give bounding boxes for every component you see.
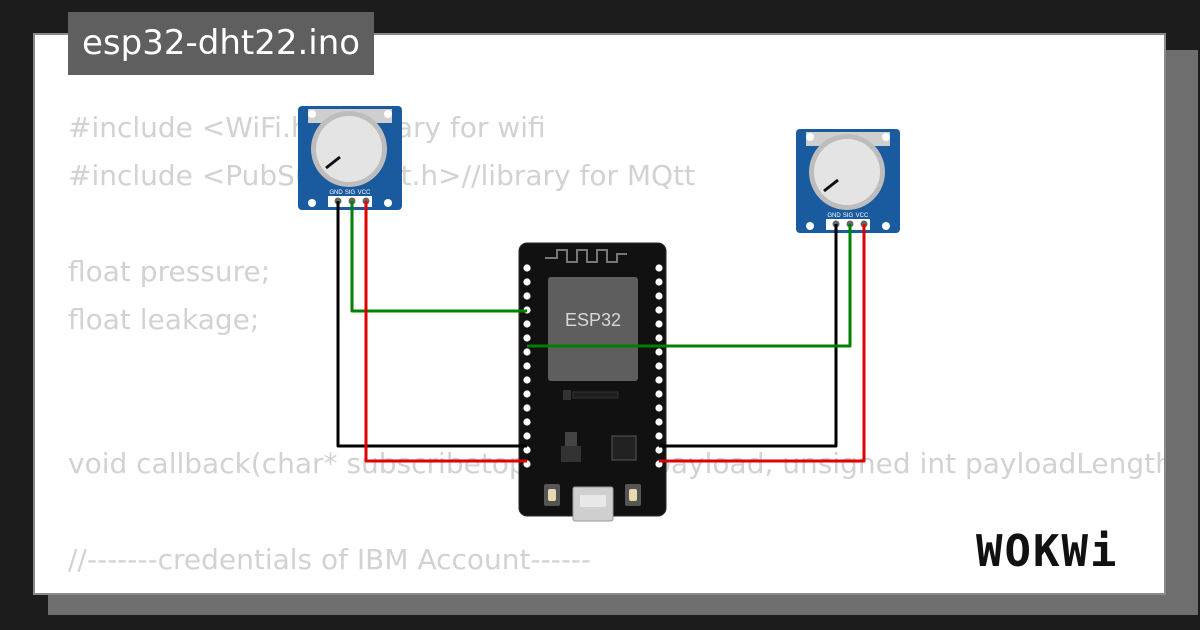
pin-label-gnd: GND (329, 190, 343, 196)
wire-vcc-right[interactable] (659, 224, 866, 463)
potentiometer-left[interactable]: GND SIG VCC (298, 106, 402, 210)
pin-label-sig: SIG (345, 190, 356, 196)
project-filename[interactable]: esp32-dht22.ino (68, 12, 375, 75)
wokwi-logo: WOKWi (976, 526, 1119, 577)
knob[interactable] (316, 116, 382, 182)
wire-gnd-right[interactable] (659, 224, 838, 448)
code-line: float pressure; (68, 255, 271, 288)
esp32-module (548, 277, 638, 381)
usb-chip (611, 435, 637, 461)
pin-label-sig: SIG (843, 213, 854, 219)
code-line: //-------credentials of IBM Account-----… (68, 543, 592, 576)
code-line: float leakage; (68, 303, 260, 336)
antenna-trace (545, 249, 627, 263)
code-line: void callback(char* subscribetopic, byte… (68, 447, 1166, 480)
pin-label-gnd: GND (827, 213, 841, 219)
wire-sig-left[interactable] (350, 201, 527, 313)
left-pin-header (523, 264, 531, 468)
esp32-label: ESP32 (565, 310, 621, 330)
right-pin-header (655, 264, 663, 468)
wire-gnd-left[interactable] (336, 201, 527, 448)
pin-label-vcc: VCC (856, 213, 869, 219)
esp32-board[interactable]: ESP32 (518, 242, 667, 522)
pin-label-vcc: VCC (358, 190, 371, 196)
knob[interactable] (814, 139, 880, 205)
wire-vcc-left[interactable] (364, 201, 527, 463)
wire-sig-right[interactable] (527, 224, 852, 348)
potentiometer-right[interactable]: GND SIG VCC (796, 129, 900, 233)
